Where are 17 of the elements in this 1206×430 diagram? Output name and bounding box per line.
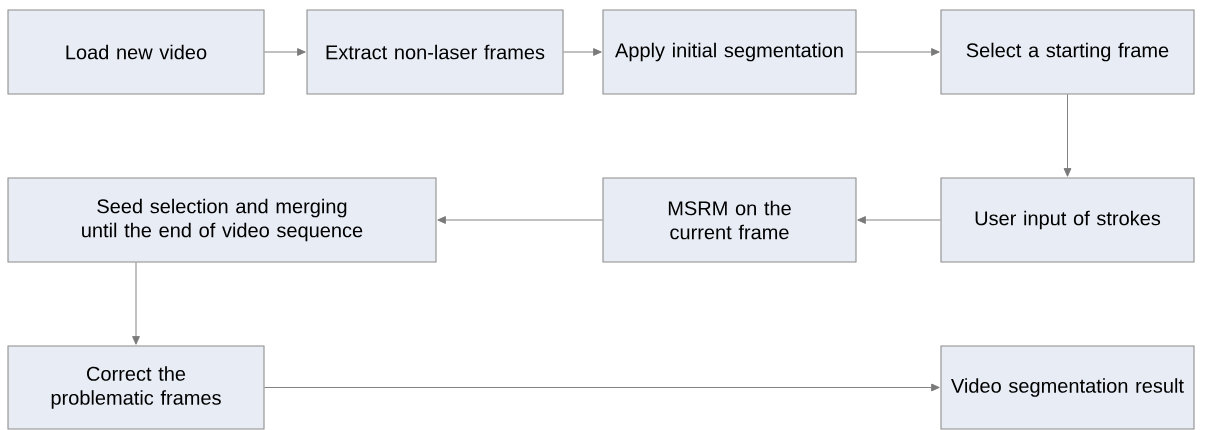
arrow [563,48,602,56]
arrow [132,262,140,345]
process-box: Seed selection and merging until the end of video sequence [7,177,437,263]
arrow [856,48,940,56]
process-box: Apply initial segmentation [602,9,857,95]
process-box: Video segmentation result [940,345,1195,430]
process-box: MSRM on the current frame [602,177,857,263]
process-box: Extract non-laser frames [306,9,564,95]
process-box: Load new video [7,9,265,95]
process-box: User input of strokes [940,177,1195,263]
process-box: Correct the problematic frames [7,345,265,430]
process-box: Select a starting frame [940,9,1195,95]
arrow [264,383,940,392]
arrow [857,216,941,224]
arrow [1063,94,1072,177]
arrow [437,216,603,224]
arrow [264,48,306,56]
